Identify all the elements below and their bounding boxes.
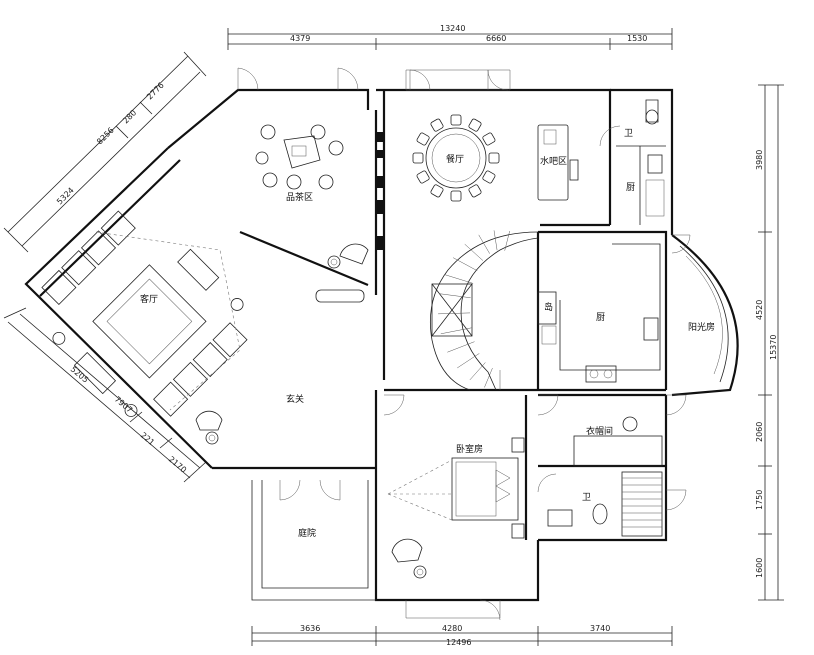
dining-table [412, 114, 500, 202]
dim-diag-upper-2: 2776 [145, 81, 166, 102]
stair-tread [504, 230, 510, 251]
dim-bottom-total: 12496 [446, 638, 471, 647]
dim-right-5: 1600 [755, 558, 764, 578]
dim-top-2: 6660 [486, 34, 506, 43]
kitchen-fixtures [537, 243, 661, 383]
dim-diag-upper-1: 8256 [95, 126, 116, 147]
sunroom-bay [671, 234, 739, 397]
dining-chair [482, 170, 496, 184]
room-label-cloak: 衣帽间 [586, 425, 613, 437]
dining-chair [430, 118, 444, 132]
dining-chair [482, 132, 496, 146]
room-label-island: 岛 [544, 301, 553, 313]
dim-right-4: 1750 [755, 490, 764, 510]
bottom-dimension-group: 3636 4280 3740 12496 [251, 624, 673, 647]
room-label-sunroom: 阳光房 [688, 321, 715, 333]
stair-tread [438, 312, 471, 315]
stair-tread [444, 274, 474, 284]
top-wc-fixtures [616, 99, 666, 225]
top-dimension-group: 13240 4379 6660 1530 [227, 24, 673, 50]
room-labels: 品茶区 餐厅 水吧区 卫 厨 客厅 玄关 厨 岛 阳光房 衣帽间 卧室房 卫 庭… [140, 129, 715, 539]
diag-lower-dimension-group: 5205 7907 221 2170 [3, 307, 207, 483]
exterior-walls [24, 88, 674, 602]
room-label-living: 客厅 [140, 293, 158, 305]
foyer-furniture [195, 410, 223, 445]
water-bar-island [537, 124, 579, 201]
stair-tread [440, 327, 472, 335]
dim-top-3: 1530 [627, 34, 647, 43]
dining-chair [412, 152, 424, 164]
room-label-storage: 厨 [626, 182, 635, 193]
dim-top-total: 13240 [440, 24, 465, 33]
room-label-bath: 卫 [582, 493, 591, 503]
stair-tread [478, 234, 490, 254]
dim-top-1: 4379 [290, 34, 310, 43]
dining-chair [416, 170, 430, 184]
dim-bottom-1: 3636 [300, 624, 320, 633]
room-label-tea: 品茶区 [286, 191, 313, 203]
wall-columns [375, 132, 385, 250]
room-label-courtyard: 庭院 [298, 527, 316, 539]
dining-chair [450, 114, 462, 126]
room-label-kitchen: 厨 [596, 312, 605, 323]
room-label-wc-top: 卫 [624, 129, 633, 139]
dim-diag-lower-1: 5205 [69, 365, 90, 385]
door-arcs [237, 67, 691, 621]
diag-upper-dimension-group: 8256 2776 280 5324 [3, 51, 207, 253]
dim-diag-upper-3: 280 [121, 108, 138, 125]
stair-tread [439, 293, 471, 299]
tea-area-furniture [255, 124, 369, 303]
bedroom-furniture [387, 437, 525, 579]
dim-right-2: 4520 [755, 300, 764, 320]
dining-chair [468, 118, 482, 132]
stair-tread [452, 257, 478, 271]
room-label-foyer: 玄关 [286, 393, 304, 405]
staircase [429, 230, 539, 391]
dining-chair [468, 184, 482, 198]
stair-tread [447, 341, 475, 353]
room-label-water-bar: 水吧区 [540, 155, 567, 167]
dim-bottom-3: 3740 [590, 624, 610, 633]
stair-tread [484, 367, 493, 388]
dining-chair [430, 184, 444, 198]
dim-diag-lower-4: 2170 [167, 455, 188, 475]
living-furniture [41, 210, 248, 417]
dim-diag-lower-3: 221 [139, 431, 156, 448]
room-label-dining: 餐厅 [446, 153, 464, 165]
living-rug-outline [95, 231, 241, 411]
dim-right-3: 2060 [755, 422, 764, 442]
dining-chair [450, 190, 462, 202]
room-label-bedroom: 卧室房 [456, 443, 483, 455]
dining-chair [488, 152, 500, 164]
dim-right-total: 15370 [769, 335, 778, 360]
bath-fixtures [547, 416, 663, 537]
dim-bottom-2: 4280 [442, 624, 462, 633]
stair-tread [493, 230, 498, 251]
stair-tread [457, 353, 480, 369]
stair-tread [469, 362, 486, 381]
dining-chair [416, 132, 430, 146]
right-dimension-group: 3980 4520 15370 2060 1750 1600 [755, 84, 784, 601]
dim-right-1: 3980 [755, 150, 764, 170]
stair-tread [464, 243, 484, 261]
